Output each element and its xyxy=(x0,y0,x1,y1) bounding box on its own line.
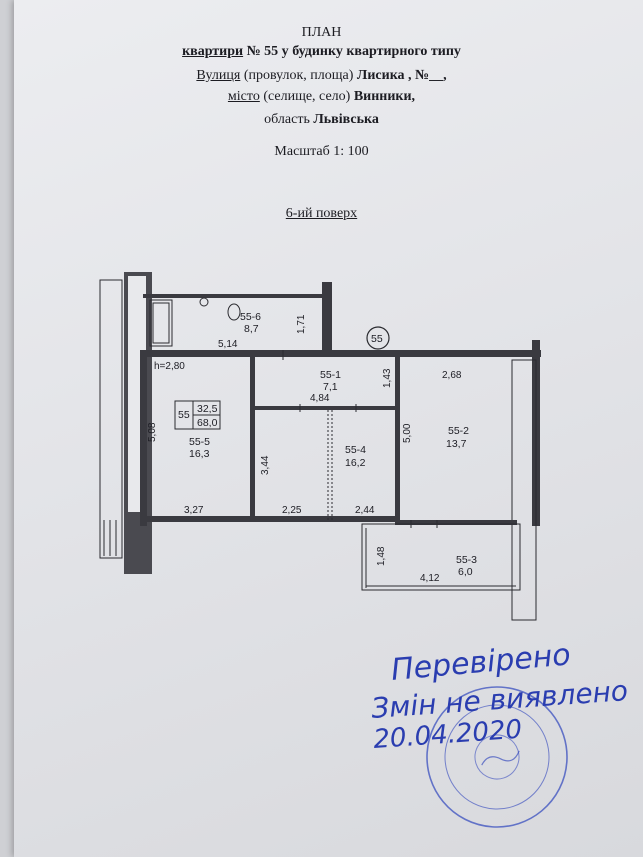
dim-room-5-width: 3,27 xyxy=(184,505,204,516)
floor-value: 6-ий поверх xyxy=(285,206,358,221)
dim-hall-depth: 1,43 xyxy=(382,368,393,388)
room-55-5-area: 16,3 xyxy=(189,448,210,460)
plan-title: ПЛАН xyxy=(301,25,342,40)
room-55-6-id: 55-6 xyxy=(240,311,261,323)
summary-number: 55 xyxy=(178,409,190,421)
dim-bath-depth: 1,71 xyxy=(296,314,307,334)
building-type: будинку квартирного типу xyxy=(292,44,461,59)
room-55-1-area: 7,1 xyxy=(323,381,338,393)
dim-room-2-width: 2,68 xyxy=(442,370,462,381)
dim-room-4-width-a: 2,25 xyxy=(282,505,302,516)
apartment-label: квартири xyxy=(182,44,244,59)
room-55-2-area: 13,7 xyxy=(446,438,467,450)
city-value: Винники, xyxy=(353,89,416,104)
street-value: Лисика , №__, xyxy=(356,68,447,83)
room-55-4-area: 16,2 xyxy=(345,457,366,469)
header-city-line: місто (селище, село) Винники, xyxy=(0,89,643,105)
dim-hall-width: 4,84 xyxy=(310,393,330,404)
summary-total-area: 68,0 xyxy=(197,417,218,429)
header-apartment-line: квартири № 55 у будинку квартирного типу xyxy=(0,44,643,60)
header-region-line: область Львівська xyxy=(0,112,643,128)
dim-room-4-depth: 3,44 xyxy=(260,455,271,475)
dim-balcony-width: 4,12 xyxy=(420,573,440,584)
dim-bath-width: 5,14 xyxy=(218,339,238,350)
apartment-marker: 55 xyxy=(371,333,383,345)
dim-balcony-depth: 1,48 xyxy=(376,546,387,566)
street-hint: (провулок, площа) xyxy=(243,68,354,83)
room-55-4-id: 55-4 xyxy=(345,444,366,456)
street-label: Вулиця xyxy=(196,68,241,83)
summary-living-area: 32,5 xyxy=(197,403,218,415)
plan-scale: Масштаб 1: 100 xyxy=(274,144,369,159)
room-55-5-id: 55-5 xyxy=(189,436,210,448)
floor-label: 6-ий поверх xyxy=(0,206,643,222)
room-55-2-id: 55-2 xyxy=(448,425,469,437)
region-label: область xyxy=(264,112,310,127)
ceiling-height: h=2,80 xyxy=(154,361,185,372)
city-hint: (селище, село) xyxy=(263,89,351,104)
dim-room-5-depth: 5,08 xyxy=(147,422,158,442)
dim-room-4-width-b: 2,44 xyxy=(355,505,375,516)
room-55-3-area: 6,0 xyxy=(458,566,473,578)
city-label: місто xyxy=(227,89,260,104)
room-55-6-area: 8,7 xyxy=(244,323,259,335)
apartment-number: № 55 у xyxy=(246,44,289,59)
room-55-3-id: 55-3 xyxy=(456,554,477,566)
dim-room-2-depth: 5,00 xyxy=(402,423,413,443)
room-55-1-id: 55-1 xyxy=(320,369,341,381)
region-value: Львівська xyxy=(313,112,379,127)
official-stamp xyxy=(426,686,568,828)
header-street-line: Вулиця (провулок, площа) Лисика , №__, xyxy=(0,68,643,84)
